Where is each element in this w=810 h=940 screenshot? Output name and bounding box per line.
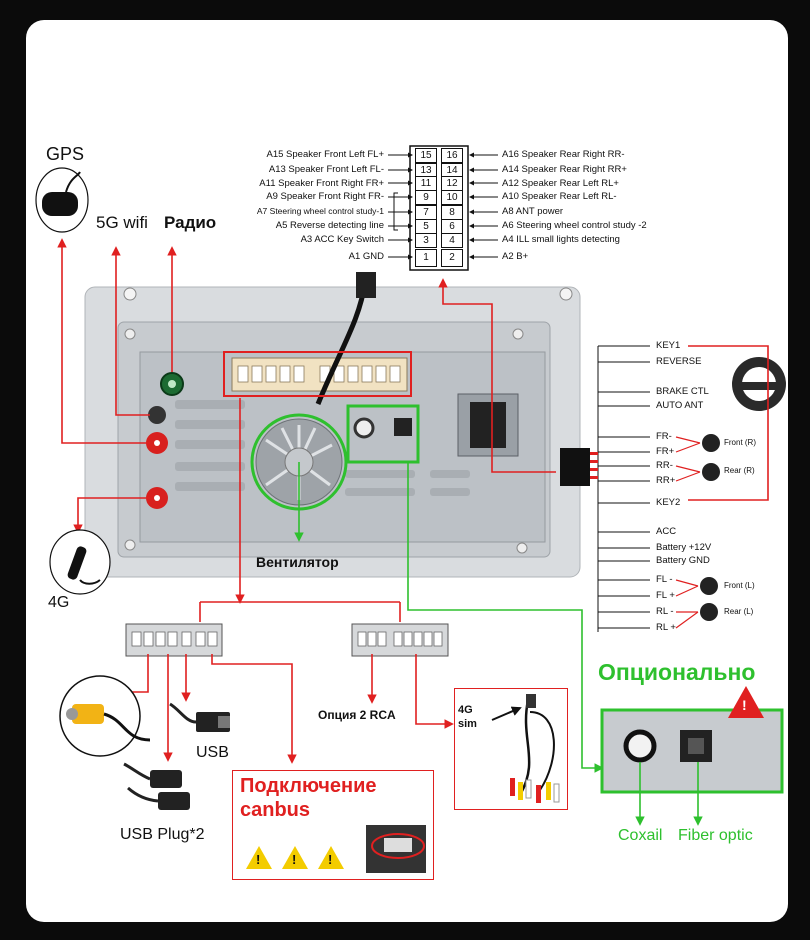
pin-label-a6: A6 Steering wheel control study -2 — [502, 220, 647, 231]
pin-6: 6 — [441, 219, 463, 234]
pin-2: 2 — [441, 249, 463, 267]
signal-rr-plus: RR+ — [656, 475, 676, 486]
pin-7: 7 — [415, 205, 437, 220]
signal-fr-plus: FR+ — [656, 446, 675, 457]
pin-label-a10: A10 Speaker Rear Left RL- — [502, 191, 617, 202]
warning-icon: ! — [282, 846, 308, 869]
warning-icon: ! — [246, 846, 272, 869]
pin-4: 4 — [441, 233, 463, 248]
usb-plug-label: USB Plug*2 — [120, 826, 205, 843]
speaker-front-r-label: Front (R) — [724, 438, 756, 447]
canbus-box — [232, 770, 434, 880]
signal-acc: ACC — [656, 526, 677, 537]
pin-10: 10 — [441, 190, 463, 205]
pin-label-a14: A14 Speaker Rear Right RR+ — [502, 164, 627, 175]
signal-reverse: REVERSE — [656, 356, 702, 367]
pin-3: 3 — [415, 233, 437, 248]
pin-label-a16: A16 Speaker Rear Right RR- — [502, 149, 625, 160]
pin-label-a11: A11 Speaker Front Right FR+ — [259, 178, 384, 189]
signal-battery-gnd: Battery GND — [656, 555, 710, 566]
lower-connector-left — [125, 623, 223, 657]
signal-fl-minus: FL - — [656, 574, 673, 585]
pin-label-a2: A2 B+ — [502, 251, 529, 262]
pin-label-a8: A8 ANT power — [502, 206, 564, 217]
pin-label-a13: A13 Speaker Front Left FL- — [268, 164, 384, 175]
signal-fl-plus: FL + — [656, 590, 675, 601]
signal-battery-12v: Battery +12V — [656, 542, 712, 553]
speaker-rear-r-label: Rear (R) — [724, 466, 755, 475]
pin-5: 5 — [415, 219, 437, 234]
pin-label-a15: A15 Speaker Front Left FL+ — [266, 149, 385, 160]
fiber-label: Fiber optic — [678, 827, 753, 844]
pin-label-a12: A12 Speaker Rear Left RL+ — [502, 178, 619, 189]
signal-key2: KEY2 — [656, 497, 681, 508]
lte-label: 4G — [48, 594, 70, 611]
pin-8: 8 — [441, 205, 463, 220]
pin-15: 15 — [415, 148, 437, 163]
pin-16: 16 — [441, 148, 463, 163]
signal-rl-minus: RL - — [656, 606, 674, 617]
pin-11: 11 — [415, 176, 437, 191]
warning-icon: ! — [318, 846, 344, 869]
head-unit — [84, 286, 581, 578]
pin-label-a5: A5 Reverse detecting line — [275, 220, 384, 231]
pin-12: 12 — [441, 176, 463, 191]
wifi-label: 5G wifi — [96, 213, 148, 232]
usb-label: USB — [196, 744, 229, 761]
signal-fr-minus: FR- — [656, 431, 672, 442]
pin-label-a4: A4 ILL small lights detecting — [502, 234, 620, 245]
gps-label: GPS — [46, 144, 85, 164]
rca-label: Опция 2 RCA — [318, 708, 396, 722]
sim-label: 4G sim — [458, 704, 477, 730]
alert-icon: ! — [742, 697, 747, 713]
speaker-rear-l-label: Rear (L) — [724, 607, 754, 616]
radio-label: Радио — [164, 213, 217, 232]
sim-box — [454, 688, 568, 810]
signal-brake: BRAKE CTL — [656, 386, 709, 397]
optional-label: Опционально — [598, 659, 756, 685]
signal-key1: KEY1 — [656, 340, 681, 351]
pin-label-a1: A1 GND — [348, 251, 384, 262]
speaker-front-l-label: Front (L) — [724, 581, 755, 590]
signal-auto-ant: AUTO ANT — [656, 400, 704, 411]
signal-rl-plus: RL + — [656, 622, 676, 633]
pin-9: 9 — [415, 190, 437, 205]
canbus-label: Подключение canbus — [240, 775, 377, 821]
lower-connector-right — [351, 623, 449, 657]
pin-label-a7: A7 Steering wheel control study-1 — [256, 206, 384, 216]
pin-1: 1 — [415, 249, 437, 267]
pin-label-a9: A9 Speaker Front Right FR- — [266, 191, 384, 202]
fan-label: Вентилятор — [256, 554, 339, 570]
pin-label-a3: A3 ACC Key Switch — [300, 234, 384, 245]
coaxial-label: Coxail — [618, 827, 663, 844]
signal-rr-minus: RR- — [656, 460, 673, 471]
